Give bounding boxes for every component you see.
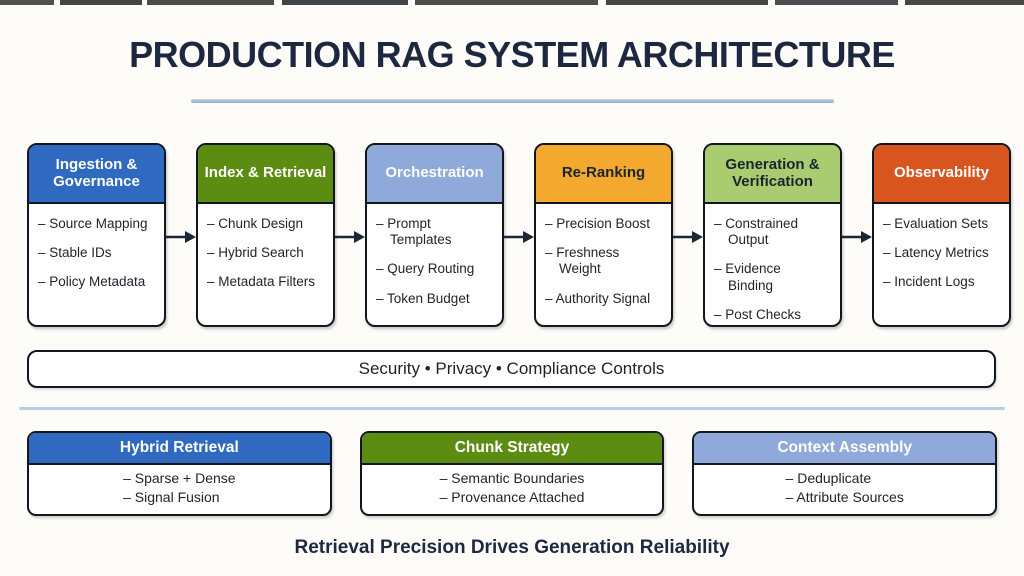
bottom-box-context-assembly: Context Assembly – Deduplicate – Attribu… [692, 431, 998, 516]
bottom-box-header: Chunk Strategy [361, 433, 663, 465]
flow-box-item: – Evidence Binding [714, 261, 781, 293]
bottom-box-body: – Sparse + Dense – Signal Fusion [29, 465, 330, 505]
bottom-box-item: – Attribute Sources [785, 489, 904, 505]
flow-box-item: – Token Budget [376, 290, 470, 306]
bottom-box-header: Hybrid Retrieval [29, 433, 330, 465]
section-divider [19, 407, 1005, 410]
security-compliance-label: Security • Privacy • Compliance Controls [358, 359, 665, 378]
bottom-box-hybrid-retrieval: Hybrid Retrieval – Sparse + Dense – Sign… [27, 431, 332, 516]
flow-box-body: – Chunk Design – Hybrid Search – Metadat… [198, 204, 333, 299]
flow-box-header: Observability [874, 145, 1009, 204]
flow-arrow-icon [673, 143, 703, 327]
flow-arrow-icon [842, 143, 872, 327]
security-compliance-bar: Security • Privacy • Compliance Controls [27, 350, 996, 388]
flow-box-generation-verification: Generation & Verification – Constrained … [703, 143, 842, 327]
flow-box-header: Index & Retrieval [198, 145, 333, 204]
flow-box-item: – Metadata Filters [207, 274, 316, 290]
flow-box-header: Orchestration [367, 145, 502, 204]
flow-box-item: – Post Checks [714, 306, 802, 322]
bottom-box-item: – Sparse + Dense [123, 470, 236, 486]
flow-box-item: – Stable IDs [38, 245, 112, 261]
flow-box-item: – Prompt Templates [376, 216, 452, 248]
flow-arrow-icon [166, 143, 196, 327]
flow-box-item: – Authority Signal [545, 290, 651, 306]
flow-arrow-icon [335, 143, 365, 327]
flow-box-index-retrieval: Index & Retrieval – Chunk Design – Hybri… [196, 143, 335, 327]
flow-box-header: Generation & Verification [705, 145, 840, 204]
flow-box-item: – Chunk Design [207, 216, 304, 231]
top-crop-artifact [0, 0, 1024, 5]
flow-box-item: – Hybrid Search [207, 245, 304, 261]
flow-box-item: – Precision Boost [545, 216, 651, 231]
flow-arrow-icon [504, 143, 534, 327]
flow-box-body: – Precision Boost – Freshness Weight – A… [536, 204, 671, 315]
flow-box-item: – Query Routing [376, 261, 475, 277]
bottom-caption: Retrieval Precision Drives Generation Re… [294, 537, 730, 558]
flow-box-re-ranking: Re-Ranking – Precision Boost – Freshness… [534, 143, 673, 327]
bottom-detail-row: Hybrid Retrieval – Sparse + Dense – Sign… [27, 431, 998, 516]
flow-box-item: – Incident Logs [883, 274, 975, 290]
bottom-box-header: Context Assembly [694, 433, 996, 465]
bottom-box-item: – Semantic Boundaries [439, 470, 585, 486]
flow-box-ingestion-governance: Ingestion & Governance – Source Mapping … [27, 143, 166, 327]
flow-box-item: – Latency Metrics [883, 245, 989, 261]
flow-box-item: – Policy Metadata [38, 274, 146, 290]
bottom-box-item: – Signal Fusion [123, 489, 220, 505]
page-title: PRODUCTION RAG SYSTEM ARCHITECTURE [129, 34, 895, 75]
flow-box-item: – Freshness Weight [545, 245, 620, 277]
flow-box-body: – Constrained Output – Evidence Binding … [705, 204, 840, 325]
flow-box-orchestration: Orchestration – Prompt Templates – Query… [365, 143, 504, 327]
pipeline-flow-row: Ingestion & Governance – Source Mapping … [27, 143, 1011, 327]
flow-box-header: Ingestion & Governance [29, 145, 164, 204]
flow-box-body: – Source Mapping – Stable IDs – Policy M… [29, 204, 164, 299]
bottom-box-body: – Deduplicate – Attribute Sources [694, 465, 995, 505]
flow-box-header: Re-Ranking [536, 145, 671, 204]
bottom-box-item: – Provenance Attached [439, 489, 585, 505]
bottom-box-body: – Semantic Boundaries – Provenance Attac… [362, 465, 663, 505]
flow-box-item: – Constrained Output [714, 216, 799, 248]
bottom-box-chunk-strategy: Chunk Strategy – Semantic Boundaries – P… [359, 431, 665, 516]
flow-box-observability: Observability – Evaluation Sets – Latenc… [872, 143, 1011, 327]
bottom-box-item: – Deduplicate [785, 470, 872, 486]
flow-box-body: – Evaluation Sets – Latency Metrics – In… [874, 204, 1009, 299]
title-underline [191, 99, 834, 103]
flow-box-body: – Prompt Templates – Query Routing – Tok… [367, 204, 502, 315]
flow-box-item: – Source Mapping [38, 216, 148, 231]
flow-box-item: – Evaluation Sets [883, 216, 989, 231]
